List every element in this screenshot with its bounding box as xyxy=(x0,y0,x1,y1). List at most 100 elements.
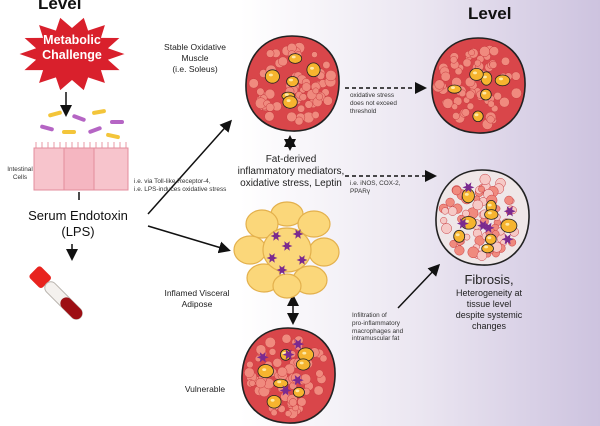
stable-muscle-label: Stable Oxidative Muscle (i.e. Soleus) xyxy=(150,42,240,75)
fat-mediators-label: Fat-derived inflammatory mediators, oxid… xyxy=(232,154,350,190)
inflamed-visceral-label: Inflamed Visceral Adipose xyxy=(152,288,242,310)
tlr-line1: i.e. via Toll-like Receptor-4, xyxy=(134,178,211,185)
muscle-fiber xyxy=(486,115,495,124)
muscle-fiber xyxy=(325,70,337,82)
muscle-fiber xyxy=(504,195,514,205)
arrows-layer xyxy=(60,82,441,325)
fat-droplet xyxy=(264,69,280,84)
oxidative-line3: threshold xyxy=(350,107,377,115)
muscle-fiber xyxy=(304,100,313,109)
macrophage-icon xyxy=(256,352,269,363)
infiltration-line1: Infiltration of xyxy=(352,312,387,319)
muscle-fiber xyxy=(297,397,307,407)
muscle-fiber xyxy=(487,100,495,108)
intestinal-cells-label: Intestinal Cells xyxy=(4,166,36,182)
muscle-fiber xyxy=(466,102,475,110)
muscle-fiber xyxy=(264,336,276,349)
fat-droplet xyxy=(295,358,311,371)
muscle-fiber xyxy=(461,108,470,117)
fat-droplet xyxy=(306,62,321,78)
muscle-fiber xyxy=(474,235,485,246)
inos-line1: i.e. iNOS, COX-2, xyxy=(350,180,401,187)
muscle-fiber xyxy=(284,410,292,417)
inos-line2: PPARγ xyxy=(350,187,371,195)
fat-highlight xyxy=(499,77,503,81)
fibrosis-line1: Fibrosis, xyxy=(464,272,514,287)
fat-highlight xyxy=(284,93,289,96)
fat-highlight xyxy=(289,78,293,82)
fat-droplet xyxy=(453,229,466,243)
muscle-fiber xyxy=(462,58,472,68)
tlr-note: i.e. via Toll-like Receptor-4, i.e. LPS-… xyxy=(134,178,244,194)
brush-border xyxy=(35,142,127,148)
tlr-line2: i.e. LPS-induces oxidative stress xyxy=(134,185,227,193)
fibrosis-line4: despite systemic xyxy=(455,310,523,320)
fat-highlight xyxy=(299,361,304,365)
infiltration-line2: pro-inflammatory xyxy=(352,319,400,327)
fat-highlight xyxy=(482,75,487,79)
fat-highlight xyxy=(464,193,469,196)
blood-tube-icon xyxy=(29,266,83,320)
infiltration-line3: macrophages and xyxy=(352,327,404,335)
macrophage-icon xyxy=(281,241,293,251)
intestinal-cells-illustration xyxy=(33,109,129,200)
muscle-fiber xyxy=(312,87,320,95)
muscle-fiber xyxy=(451,103,458,110)
fat-highlight xyxy=(487,203,492,207)
left-level-header: Level xyxy=(38,0,82,13)
muscle-fiber xyxy=(452,112,460,120)
muscle-fiber xyxy=(248,379,256,387)
macrophage-icon xyxy=(291,375,304,386)
fat-droplet xyxy=(484,233,497,245)
fat-droplet xyxy=(480,88,492,101)
muscle-fiber xyxy=(441,223,452,234)
muscle-fiber xyxy=(462,209,470,218)
fibrosis-line3: tissue level xyxy=(466,299,512,309)
fibrosis-line5: changes xyxy=(471,321,507,331)
epithelial-cells xyxy=(33,147,129,191)
muscle-fiber xyxy=(440,71,451,82)
muscle-fiber xyxy=(315,93,324,101)
fat-droplet xyxy=(257,364,274,379)
muscle-fiber xyxy=(300,373,312,385)
stable-muscle-cross-section xyxy=(245,35,340,132)
muscle-fiber xyxy=(277,366,288,377)
fat-highlight xyxy=(295,389,300,393)
fat-highlight xyxy=(505,222,510,226)
lps-particles xyxy=(40,109,124,140)
macrophage-icon xyxy=(477,220,490,231)
muscle-fiber xyxy=(454,67,463,76)
inflamed-adipose-cluster xyxy=(233,201,340,299)
right-level-header: Level xyxy=(468,4,512,23)
muscle-fiber xyxy=(281,333,292,344)
muscle-fiber xyxy=(445,197,455,207)
muscle-fiber xyxy=(315,369,324,378)
muscle-fiber xyxy=(278,56,288,67)
serum-endotoxin-label: Serum Endotoxin (LPS) xyxy=(8,208,148,240)
muscle-fiber xyxy=(256,87,265,96)
muscle-fiber xyxy=(493,92,502,101)
endotoxin-line2: (LPS) xyxy=(61,224,95,239)
stable-line2: Muscle xyxy=(181,53,209,63)
muscle-fiber xyxy=(452,185,462,196)
fat-highlight xyxy=(270,398,275,402)
muscle-fiber xyxy=(441,207,449,215)
macrophage-icon xyxy=(276,265,288,275)
macrophage-icon xyxy=(462,182,475,193)
muscle-fiber xyxy=(449,239,458,248)
fat-droplet xyxy=(484,209,499,220)
muscle-fiber xyxy=(301,82,312,92)
muscle-fiber xyxy=(248,78,259,89)
challenge-line1: Metabolic xyxy=(43,33,101,47)
macrophage-icon xyxy=(456,218,469,229)
muscle-fiber xyxy=(255,377,266,389)
muscle-fiber xyxy=(246,360,254,369)
fat-highlight xyxy=(455,233,460,237)
muscle-fiber xyxy=(479,173,491,185)
fat-highlight xyxy=(487,211,492,215)
fat-droplet xyxy=(461,188,475,204)
vulnerable-label: Vulnerable xyxy=(184,384,226,394)
fat-highlight xyxy=(473,71,477,75)
muscle-fiber xyxy=(299,93,308,101)
muscle-fiber xyxy=(478,185,485,193)
